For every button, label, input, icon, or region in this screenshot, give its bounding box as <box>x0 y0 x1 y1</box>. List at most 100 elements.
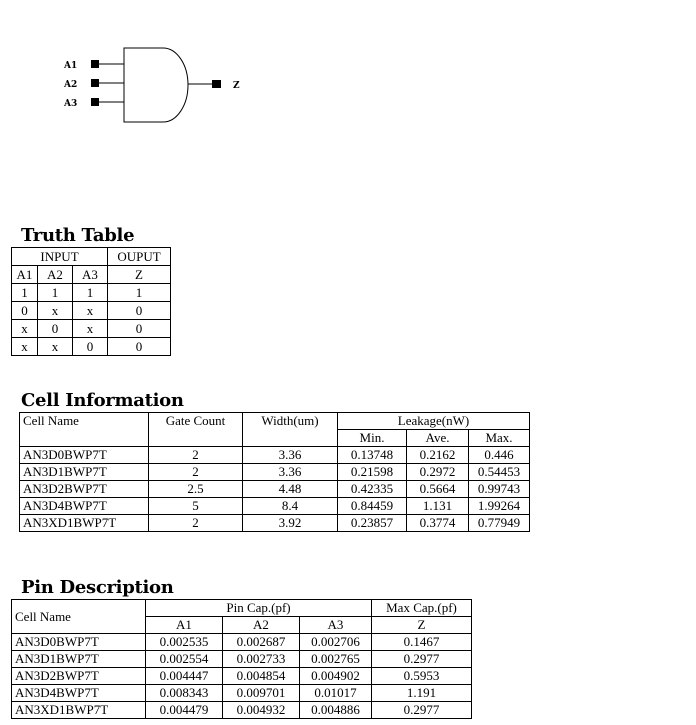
table-cell: 0.99743 <box>468 480 530 498</box>
table-row: x 0 x 0 <box>11 319 171 338</box>
table-row: AN3D1BWP7T 0.002554 0.002733 0.002765 0.… <box>11 650 472 668</box>
table-cell: 0.008343 <box>145 684 223 702</box>
cell-info-title: Cell Information <box>21 390 184 411</box>
table-cell: 0.002706 <box>299 633 372 651</box>
table-cell: 0.23857 <box>337 514 407 532</box>
table-row: AN3D0BWP7T 0.002535 0.002687 0.002706 0.… <box>11 633 472 651</box>
table-cell: 1 <box>107 283 171 302</box>
table-row: AN3D2BWP7T 2.5 4.48 0.42335 0.5664 0.997… <box>19 480 530 498</box>
cell-name: AN3D4BWP7T <box>19 497 149 515</box>
table-cell: 0.004854 <box>222 667 300 685</box>
table-cell: 0.1467 <box>371 633 472 651</box>
cell-name-header: Cell Name <box>11 599 146 634</box>
table-cell: 0.13748 <box>337 446 407 464</box>
table-cell: 1 <box>72 283 108 302</box>
table-cell: 0.004447 <box>145 667 223 685</box>
and-gate-body <box>123 47 189 123</box>
table-cell: 2 <box>148 463 243 481</box>
table-cell: 0.01017 <box>299 684 372 702</box>
table-cell: 8.4 <box>242 497 338 515</box>
table-cell: 1.131 <box>406 497 469 515</box>
table-cell: 0.42335 <box>337 480 407 498</box>
table-cell: 0.446 <box>468 446 530 464</box>
pin-label-a1: A1 <box>63 61 77 71</box>
input-header: INPUT <box>11 247 108 266</box>
table-cell: 0.004902 <box>299 667 372 685</box>
table-row: AN3XD1BWP7T 0.004479 0.004932 0.004886 0… <box>11 701 472 719</box>
cell-name: AN3D4BWP7T <box>11 684 146 702</box>
truth-table-title: Truth Table <box>21 225 135 246</box>
table-row: 0 x x 0 <box>11 301 171 320</box>
pin-desc-title: Pin Description <box>21 577 174 598</box>
output-header: OUPUT <box>107 247 171 266</box>
table-cell: 0.2977 <box>371 701 472 719</box>
cell-name: AN3D0BWP7T <box>11 633 146 651</box>
table-cell: 0 <box>72 337 108 356</box>
table-cell: 3.92 <box>242 514 338 532</box>
table-cell: 2 <box>148 514 243 532</box>
table-cell: 0.002554 <box>145 650 223 668</box>
table-cell: 0.84459 <box>337 497 407 515</box>
table-cell: 0.002765 <box>299 650 372 668</box>
leakage-ave-header: Ave. <box>406 429 469 447</box>
table-cell: x <box>72 319 108 338</box>
table-cell: 0 <box>107 337 171 356</box>
table-row: AN3D0BWP7T 2 3.36 0.13748 0.2162 0.446 <box>19 446 530 464</box>
table-cell: 1.191 <box>371 684 472 702</box>
column-header-z: Z <box>107 265 171 284</box>
leakage-max-header: Max. <box>468 429 530 447</box>
pin-marker-a2 <box>91 79 99 87</box>
table-cell: 0.009701 <box>222 684 300 702</box>
cell-name: AN3XD1BWP7T <box>19 514 149 532</box>
cell-name-header: Cell Name <box>19 412 149 447</box>
max-cap-header: Max Cap.(pf) <box>371 599 472 617</box>
table-row: AN3XD1BWP7T 2 3.92 0.23857 0.3774 0.7794… <box>19 514 530 532</box>
table-cell: 0.77949 <box>468 514 530 532</box>
pin-marker-a1 <box>91 60 99 68</box>
cell-name: AN3D0BWP7T <box>19 446 149 464</box>
leakage-header: Leakage(nW) <box>337 412 530 430</box>
table-cell: 3.36 <box>242 446 338 464</box>
pin-z-header: Z <box>371 616 472 634</box>
pin-a3-header: A3 <box>299 616 372 634</box>
pin-label-z: Z <box>233 81 240 91</box>
cell-name: AN3XD1BWP7T <box>11 701 146 719</box>
table-cell: 0.5664 <box>406 480 469 498</box>
table-cell: 0.21598 <box>337 463 407 481</box>
table-row: AN3D2BWP7T 0.004447 0.004854 0.004902 0.… <box>11 667 472 685</box>
table-cell: 0.002535 <box>145 633 223 651</box>
width-header: Width(um) <box>242 412 338 447</box>
table-cell: 0.54453 <box>468 463 530 481</box>
column-header-a2: A2 <box>37 265 73 284</box>
cell-info-table: Cell Name Gate Count Width(um) Leakage(n… <box>19 412 530 532</box>
pin-cap-header: Pin Cap.(pf) <box>145 599 372 617</box>
table-cell: 0.004886 <box>299 701 372 719</box>
table-cell: 4.48 <box>242 480 338 498</box>
table-cell: x <box>11 319 38 338</box>
leakage-min-header: Min. <box>337 429 407 447</box>
pin-marker-a3 <box>91 98 99 106</box>
and-gate-symbol: A1 A2 A3 Z <box>63 47 240 123</box>
table-row: x x 0 0 <box>11 337 171 356</box>
table-cell: 1 <box>37 283 73 302</box>
truth-table: INPUT OUPUT A1 A2 A3 Z 1 1 1 1 0 x x 0 x… <box>11 247 171 356</box>
cell-name: AN3D1BWP7T <box>11 650 146 668</box>
table-cell: 0.5953 <box>371 667 472 685</box>
table-cell: 0.2977 <box>371 650 472 668</box>
table-cell: 0.2162 <box>406 446 469 464</box>
table-cell: 0 <box>11 301 38 320</box>
table-cell: x <box>72 301 108 320</box>
table-row: AN3D4BWP7T 5 8.4 0.84459 1.131 1.99264 <box>19 497 530 515</box>
table-cell: 0 <box>107 319 171 338</box>
table-cell: 1.99264 <box>468 497 530 515</box>
cell-name: AN3D2BWP7T <box>11 667 146 685</box>
table-cell: 0.002687 <box>222 633 300 651</box>
table-cell: 2 <box>148 446 243 464</box>
column-header-a3: A3 <box>72 265 108 284</box>
gate-count-header: Gate Count <box>148 412 243 447</box>
table-cell: 0.004932 <box>222 701 300 719</box>
pin-marker-z <box>212 80 221 88</box>
pin-a2-header: A2 <box>222 616 300 634</box>
table-cell: x <box>37 301 73 320</box>
pin-a1-header: A1 <box>145 616 223 634</box>
